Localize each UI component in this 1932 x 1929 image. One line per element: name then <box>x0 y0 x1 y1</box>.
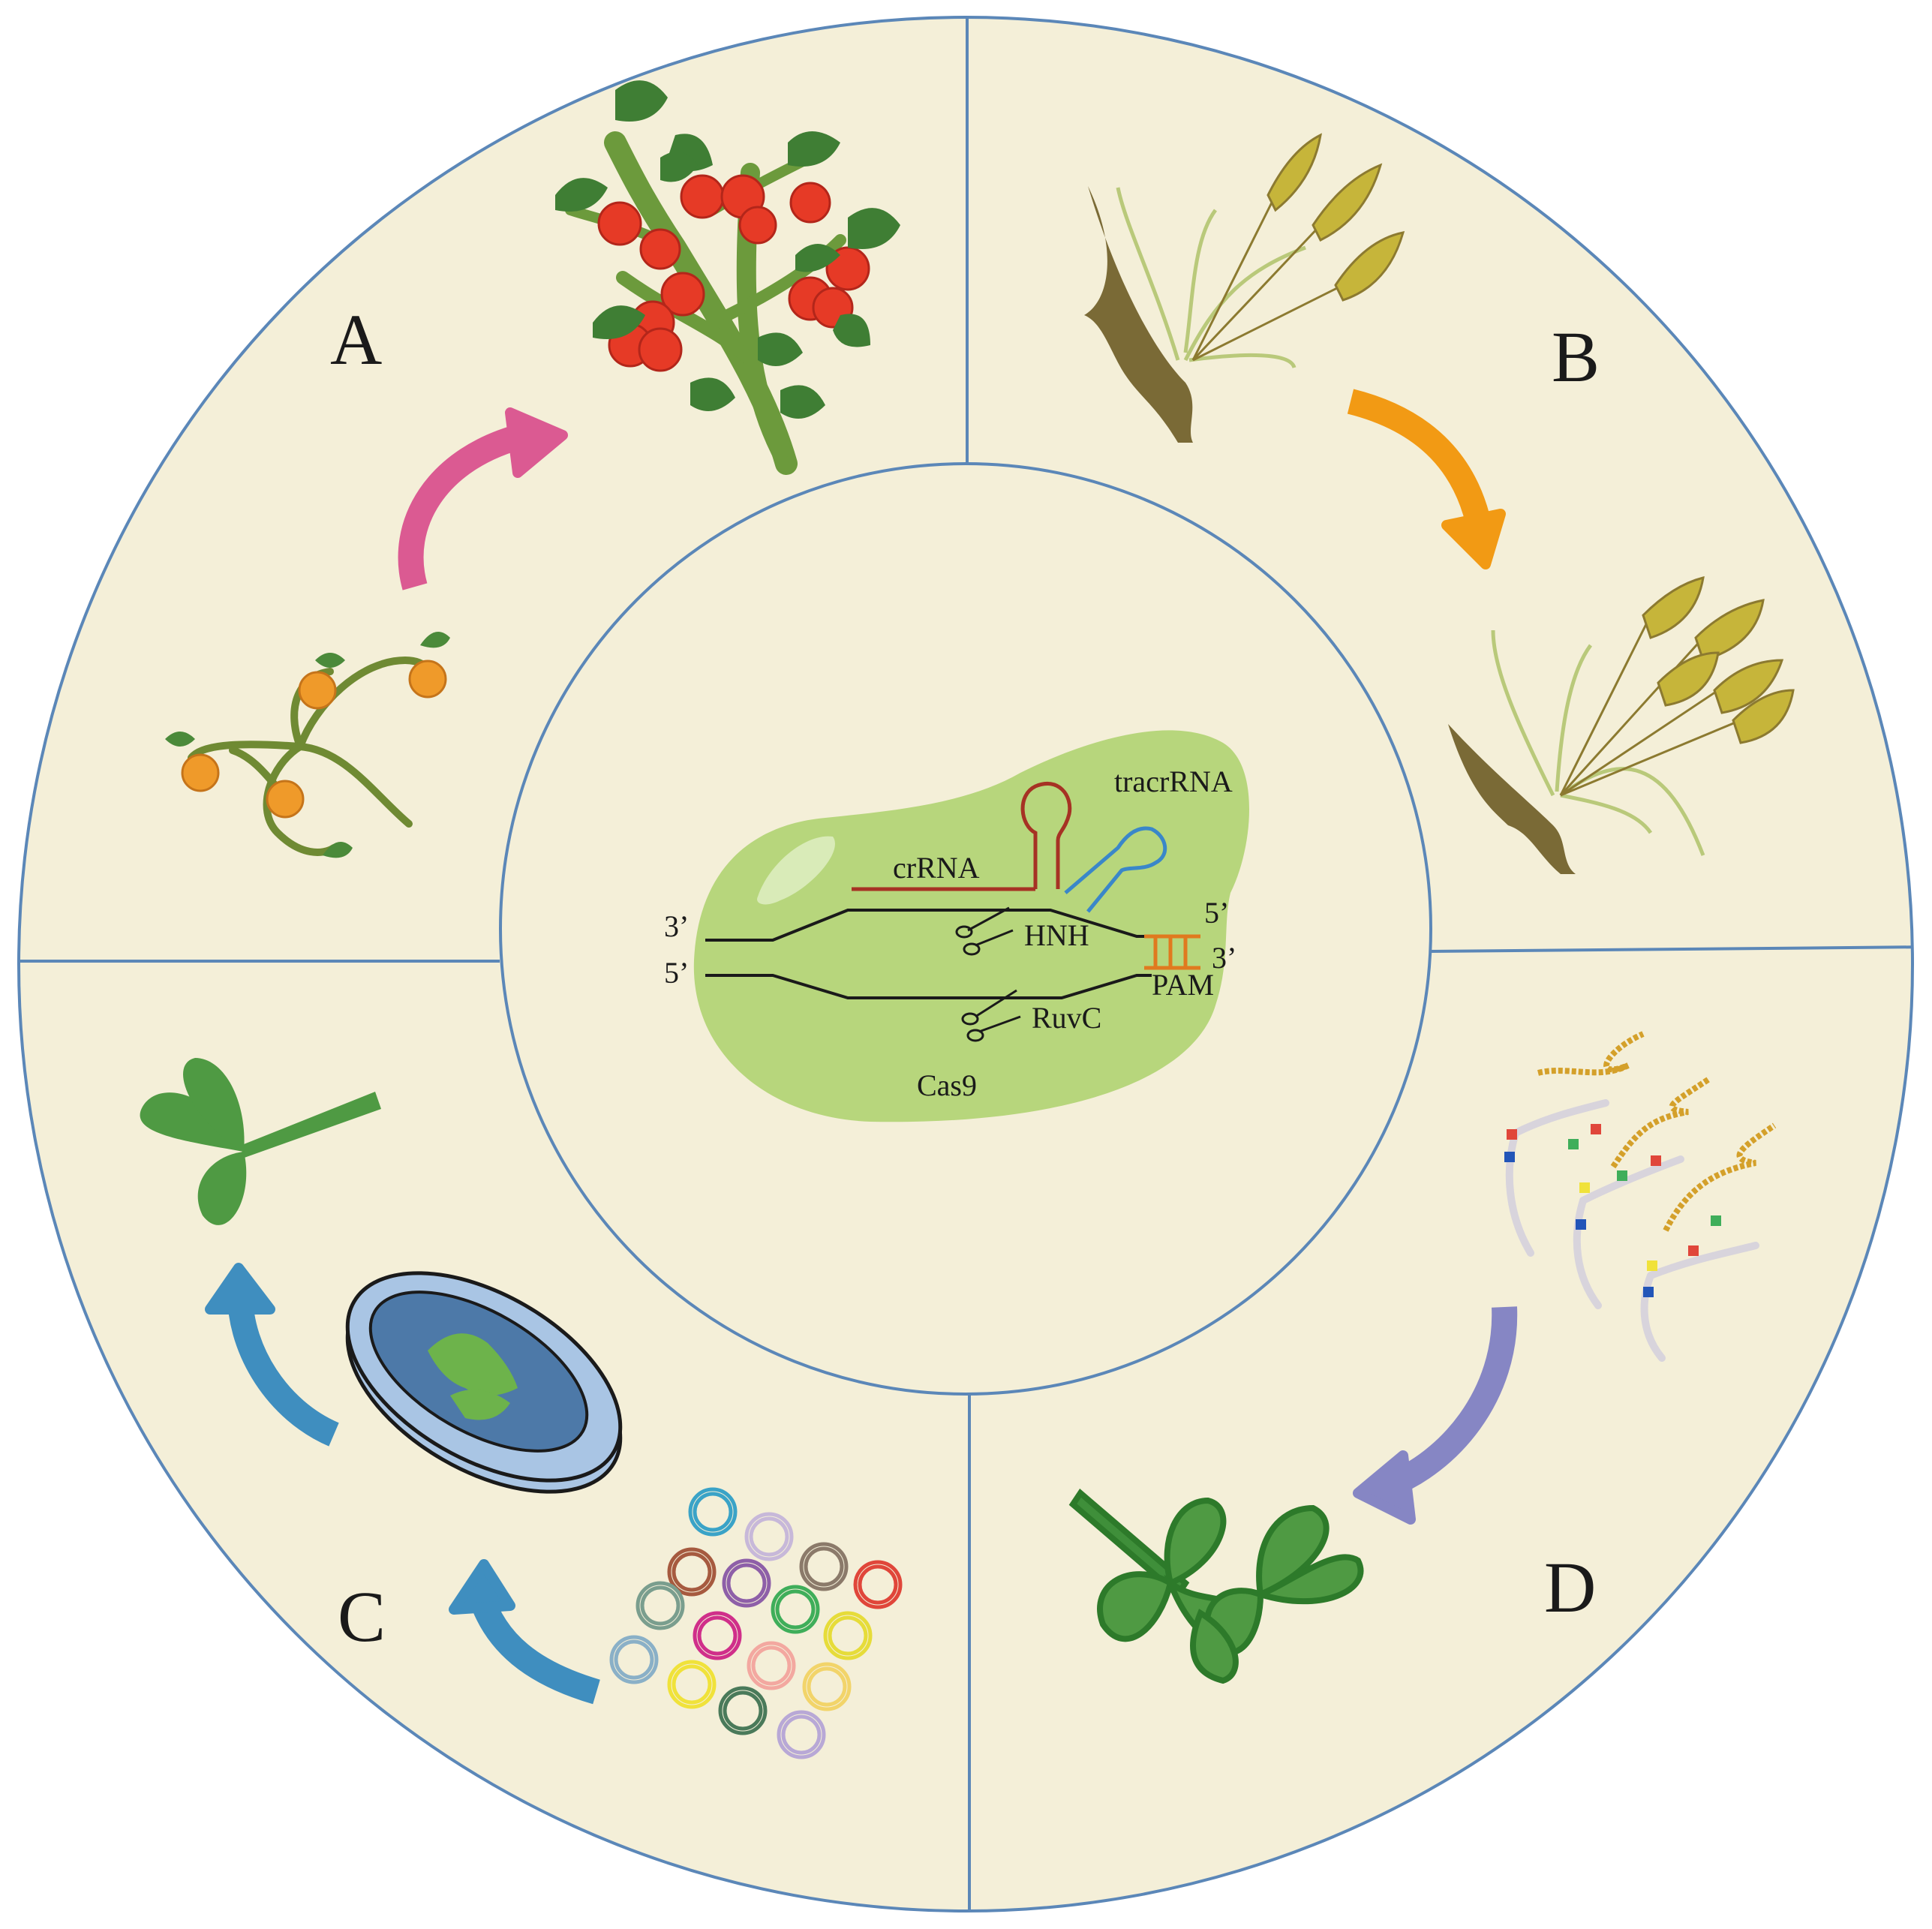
ruvc-label: RuvC <box>1032 1001 1101 1035</box>
quadrant-label-c: C <box>338 1576 386 1657</box>
quadrant-label-a: A <box>330 299 382 380</box>
dna-right-top-end: 5’ <box>1204 896 1229 930</box>
dna-left-bottom-end: 5’ <box>664 956 689 990</box>
petri-dish-icon <box>345 1271 623 1494</box>
arrow-d <box>1383 1306 1518 1498</box>
hnh-scissors-icon <box>955 906 1014 956</box>
edited-clover-icon <box>1068 1489 1364 1684</box>
tracrrna-label: tracrRNA <box>1114 765 1233 798</box>
wheat-plant-mature-icon <box>1448 575 1795 874</box>
arrow-a <box>398 422 529 590</box>
chromosomes-icon <box>1504 1031 1777 1362</box>
clover-leaf-icon <box>140 1058 381 1225</box>
arrow-c-upper-head <box>205 1263 275 1315</box>
dna-right-bottom-end: 3’ <box>1212 941 1236 975</box>
dna-left-top-end: 3’ <box>664 909 689 943</box>
arrow-d-head <box>1353 1450 1416 1525</box>
cas9-protein <box>693 730 1249 1122</box>
quadrant-label-b: B <box>1552 317 1600 397</box>
quadrant-label-d: D <box>1544 1547 1596 1627</box>
divider-right <box>1429 945 1912 953</box>
arrow-c-upper <box>227 1294 340 1447</box>
ruvc-scissors-icon <box>961 989 1021 1042</box>
dna-top-strand <box>705 909 1152 942</box>
tomato-plant-fruiting-icon <box>555 80 900 475</box>
hnh-label: HNH <box>1024 918 1089 952</box>
cas9-label: Cas9 <box>917 1068 977 1102</box>
crrna-hairpin <box>1020 781 1072 889</box>
wheat-plant-icon <box>1084 133 1405 443</box>
crrna-label: crRNA <box>893 851 980 885</box>
tracrrna-hairpin <box>1064 826 1167 913</box>
arrow-c-lower-head <box>449 1559 515 1615</box>
plasmid-rings-icon <box>609 1487 903 1759</box>
dna-bottom-strand <box>705 974 1152 999</box>
tomato-seedling-icon <box>165 632 450 858</box>
arrow-b-head <box>1441 509 1506 569</box>
arrow-a-head <box>505 407 568 478</box>
dna-duplex <box>705 909 1152 999</box>
arrow-b <box>1347 389 1495 542</box>
pam-label: PAM <box>1152 968 1214 1002</box>
pam-motif <box>1144 934 1200 970</box>
